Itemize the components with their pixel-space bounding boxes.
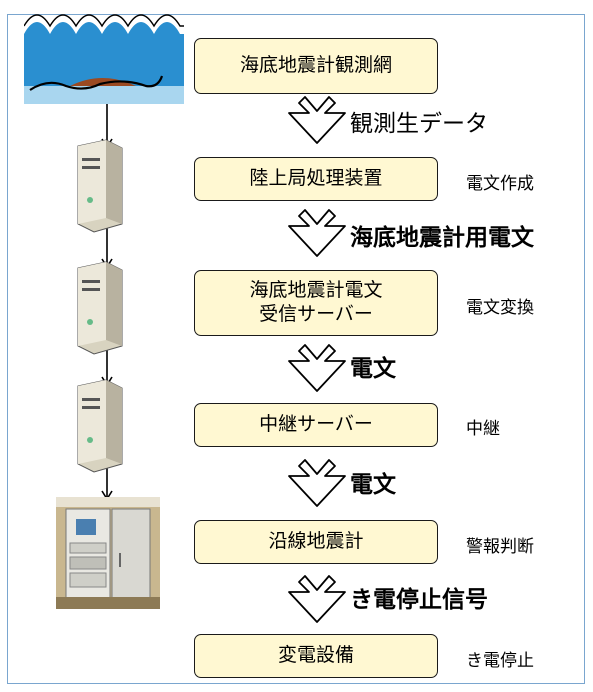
step-box-substation: 変電設備	[194, 634, 438, 678]
server-icon	[77, 379, 123, 473]
step-box-relay-server: 中継サーバー	[194, 403, 438, 447]
transition-label: 観測生データ	[350, 111, 488, 137]
step-box-label: 変電設備	[277, 644, 354, 667]
step-box-label: 中継サーバー	[259, 413, 373, 436]
server-icon	[77, 139, 123, 233]
step-box-label: 受信サーバー	[259, 303, 373, 325]
seismometer-cabinet-photo	[56, 497, 160, 609]
hollow-down-arrow-icon	[288, 96, 346, 144]
server-icon	[77, 261, 123, 355]
action-label: 警報判断	[466, 537, 534, 557]
transition-label: き電停止信号	[350, 587, 488, 613]
step-box-label: 陸上局処理装置	[249, 167, 383, 190]
step-box-ocean-network: 海底地震計観測網	[194, 38, 438, 94]
action-label: 電文変換	[466, 298, 534, 318]
hollow-down-arrow-icon	[288, 344, 346, 392]
transition-label: 海底地震計用電文	[350, 225, 534, 251]
action-label: 電文作成	[466, 174, 534, 194]
hollow-down-arrow-icon	[288, 575, 346, 623]
step-box-label: 沿線地震計	[268, 530, 364, 553]
seabed-network-icon	[24, 14, 184, 104]
action-label: 中継	[466, 419, 500, 439]
action-label: き電停止	[466, 651, 534, 671]
diagram-frame	[7, 14, 585, 684]
step-box-receive-server: 海底地震計電文 受信サーバー	[194, 270, 438, 336]
transition-label: 電文	[350, 356, 396, 382]
step-box-wayside-seismometer: 沿線地震計	[194, 520, 438, 564]
step-box-label: 海底地震計観測網	[239, 54, 392, 77]
step-box-land-station: 陸上局処理装置	[194, 157, 438, 201]
hollow-down-arrow-icon	[288, 209, 346, 257]
hollow-down-arrow-icon	[288, 459, 346, 507]
step-box-label: 海底地震計電文	[249, 279, 383, 302]
transition-label: 電文	[350, 472, 396, 498]
